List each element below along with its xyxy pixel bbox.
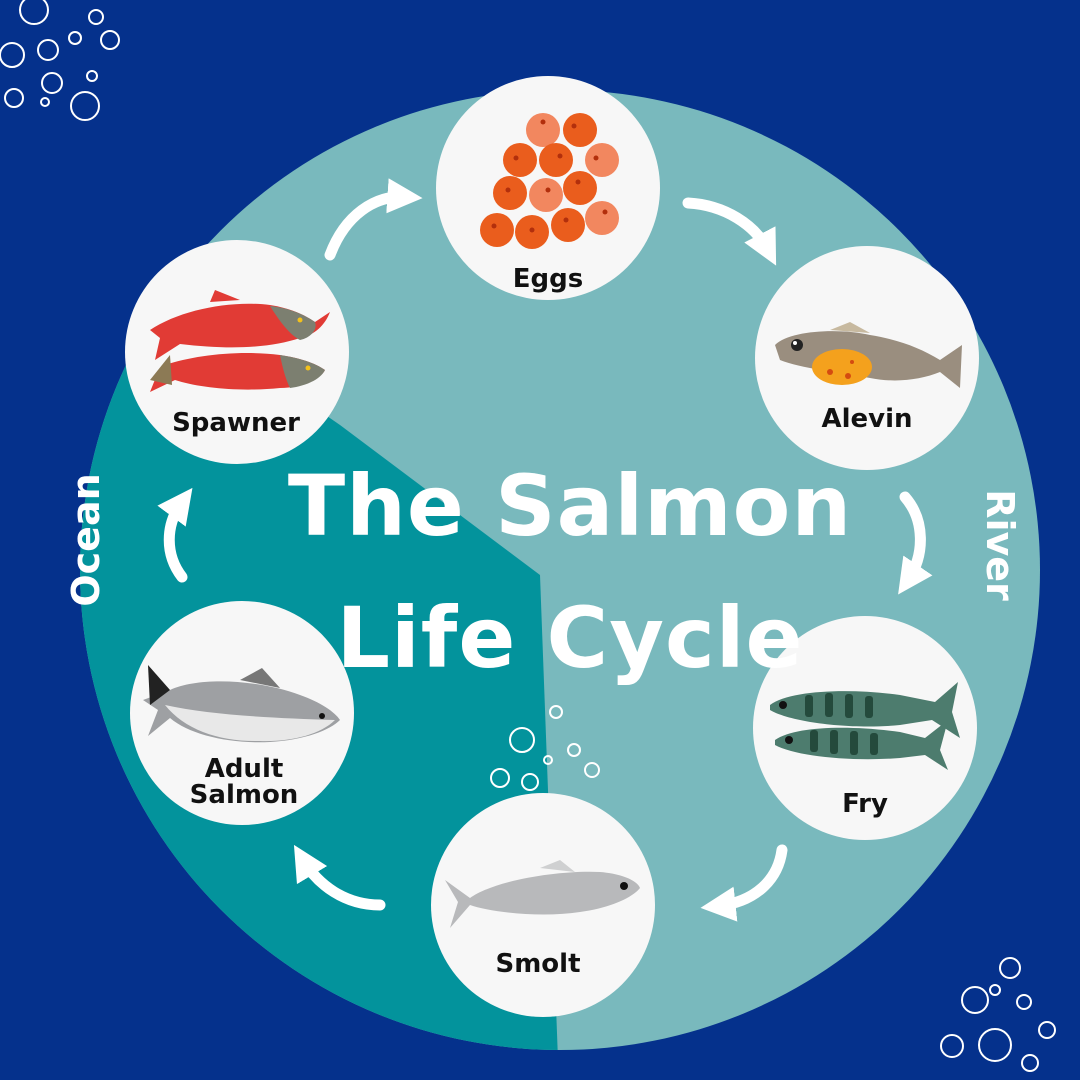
arrow-smolt-to-adult [293, 844, 386, 911]
bubbles-top-left [0, 0, 120, 121]
eggs-illustration [480, 113, 619, 249]
smolt-illustration [445, 860, 640, 928]
alevin-illustration [775, 322, 962, 388]
arrow-eggs-to-alevin [682, 197, 777, 266]
bubbles-bottom-right [940, 957, 1056, 1072]
arrow-alevin-to-fry [898, 491, 933, 595]
arrow-spawner-to-eggs [324, 178, 423, 261]
spawner-illustration [150, 290, 330, 392]
arrow-fry-to-smolt [700, 844, 788, 922]
cycle-arrows [157, 178, 933, 922]
stage-circle-spawner [125, 240, 349, 464]
arrow-adult-to-spawner [157, 487, 193, 583]
adult-salmon-illustration [143, 665, 340, 743]
bubbles-smolt [490, 705, 600, 791]
fry-illustration [770, 682, 960, 770]
stage-circle-fry [753, 616, 977, 840]
